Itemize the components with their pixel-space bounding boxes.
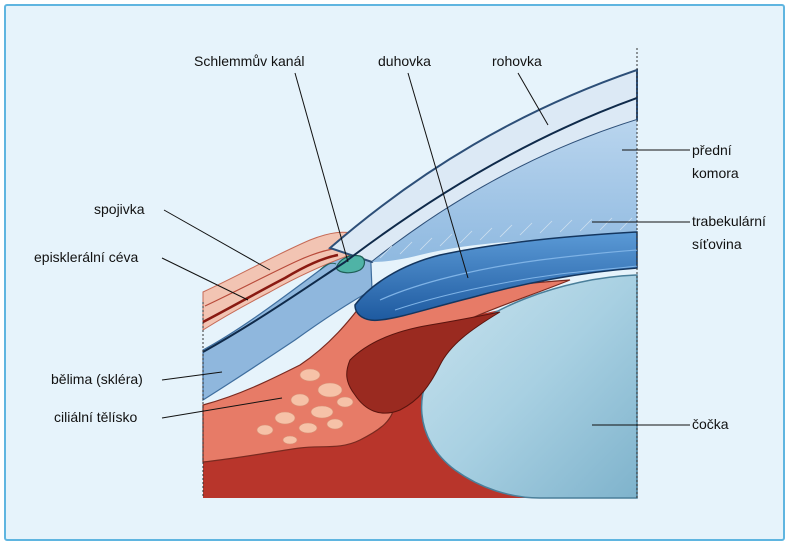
eye-cross-section: [203, 70, 637, 498]
label-schlemm: Schlemmův kanál: [194, 53, 305, 69]
label-predni: přední: [692, 142, 732, 158]
leader-schlemm: [295, 73, 348, 262]
label-cilialni: ciliální tělísko: [54, 409, 137, 425]
label-episkleralni: episklerální céva: [34, 249, 138, 265]
leader-spojivka: [164, 210, 270, 270]
label-rohovka: rohovka: [492, 53, 542, 69]
label-komora: komora: [692, 165, 739, 181]
label-duhovka: duhovka: [378, 53, 431, 69]
label-cocka: čočka: [692, 416, 729, 432]
label-sitovina: síťovina: [692, 236, 742, 252]
label-belima: bělima (skléra): [51, 371, 143, 387]
label-spojivka: spojivka: [94, 201, 145, 217]
label-trabekularni: trabekulární: [692, 213, 766, 229]
